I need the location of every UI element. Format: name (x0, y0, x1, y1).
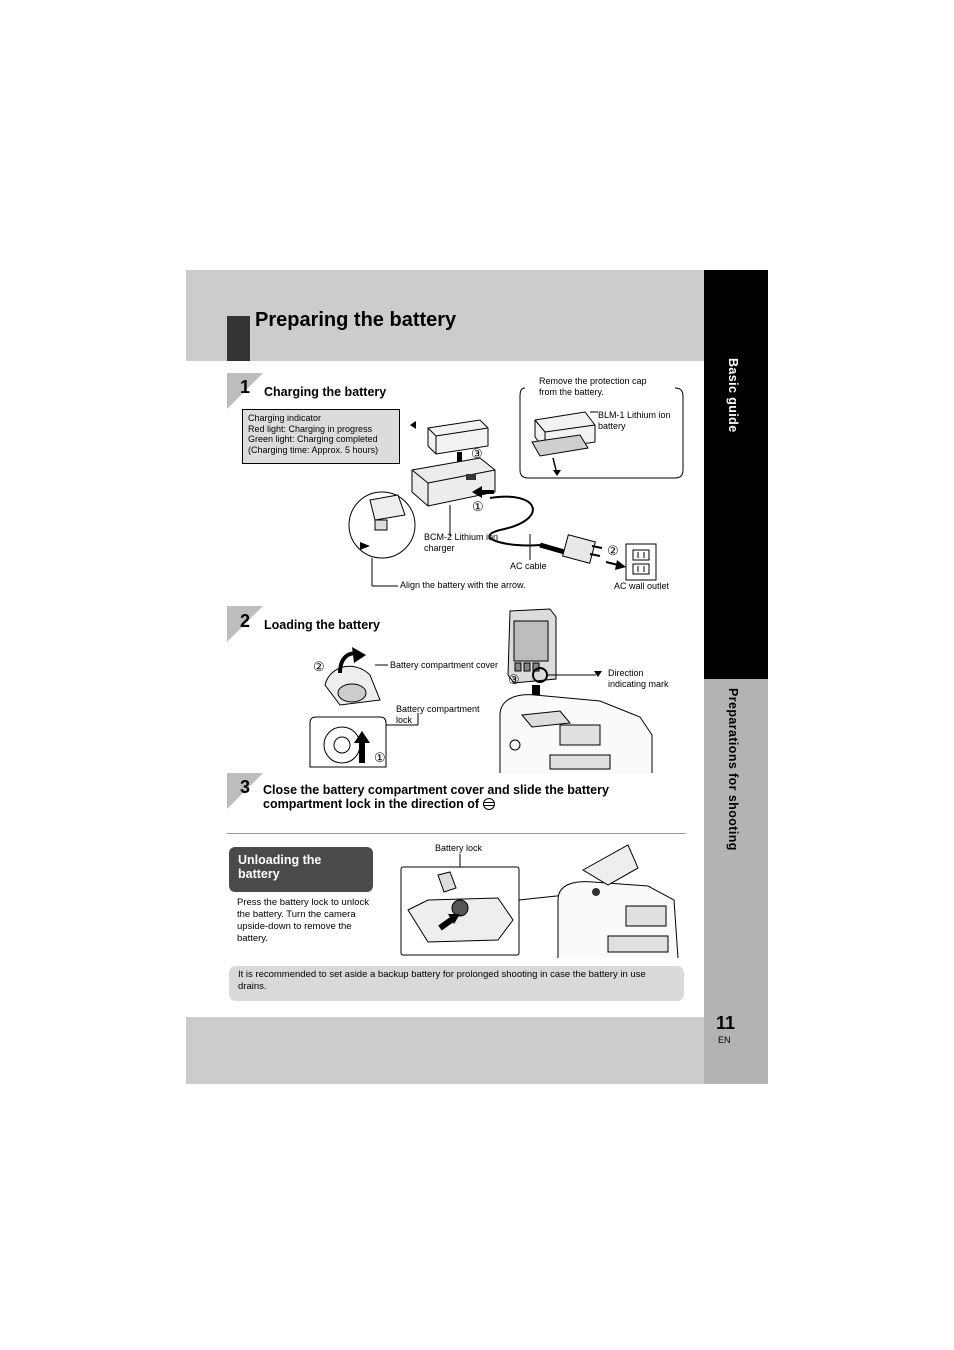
label-line: Direction (608, 668, 644, 678)
protection-cap-label: Remove the protection cap from the batte… (539, 376, 647, 398)
note-line: It is recommended to set aside a backup … (238, 969, 646, 980)
step-heading: Charging the battery (264, 385, 387, 399)
label-line: lock (396, 715, 413, 725)
step-marker (227, 373, 263, 409)
battery-label: BLM-1 Lithium ion battery (598, 410, 671, 432)
heading-line: Close the battery compartment cover and … (263, 783, 609, 797)
loading-illustration (309, 608, 653, 773)
text-line: battery. (237, 933, 268, 944)
callout-1: ① (374, 750, 386, 765)
step-marker (227, 773, 263, 809)
text-line: the battery. Turn the camera (237, 909, 356, 920)
charger-label: BCM-2 Lithium ion charger (424, 532, 498, 554)
footer-band (186, 1017, 704, 1084)
heading-line: Unloading the (238, 853, 322, 867)
direction-label: Direction indicating mark (608, 668, 669, 690)
charging-illustration (348, 387, 684, 587)
indicator-line: Charging indicator (248, 413, 322, 423)
indicator-line: Green light: Charging completed (248, 434, 378, 444)
callout-2: ② (607, 543, 619, 558)
label-line: Battery compartment (396, 704, 480, 714)
language-code: EN (718, 1035, 731, 1045)
page-title: Preparing the battery (255, 309, 457, 331)
page-number: 11 (716, 1013, 736, 1033)
note-line: drains. (238, 981, 267, 992)
label-line: charger (424, 543, 455, 553)
cover-label: Battery compartment cover (390, 660, 499, 670)
indicator-line: (Charging time: Approx. 5 hours) (248, 444, 379, 455)
step-number: 2 (240, 611, 251, 631)
heading-text: compartment lock in the direction of (263, 797, 479, 811)
heading-line: battery (238, 867, 280, 881)
lock-symbol-icon (483, 798, 496, 810)
callout-2: ② (313, 659, 325, 674)
label-line: battery (598, 421, 626, 431)
lock-label: Battery compartment lock (396, 704, 480, 726)
callout-1: ① (472, 499, 484, 514)
note-box: It is recommended to set aside a backup … (229, 966, 684, 1001)
text-line: Press the battery lock to unlock (237, 897, 370, 908)
unloading-text: Press the battery lock to unlock the bat… (237, 897, 369, 945)
battery-lock-label: Battery lock (435, 843, 483, 853)
charging-indicator-box: Charging indicator Red light: Charging i… (242, 409, 400, 464)
indicator-line: Red light: Charging in progress (248, 423, 373, 434)
step-number: 3 (240, 777, 251, 797)
side-tab-preparations: Preparations for shooting (704, 679, 768, 1084)
side-tab-label: Preparations for shooting (726, 688, 740, 851)
align-label: Align the battery with the arrow. (400, 580, 526, 590)
unloading-heading: Unloading the battery (229, 847, 373, 892)
title-band (186, 270, 704, 361)
label-line: BCM-2 Lithium ion (424, 532, 499, 542)
side-tab-label: Basic guide (726, 358, 740, 433)
step-number: 1 (240, 377, 251, 397)
label-line: indicating mark (608, 679, 669, 689)
text-line: upside-down to remove the (237, 921, 352, 932)
ac-outlet-label: AC wall outlet (614, 581, 670, 591)
divider (227, 833, 686, 834)
label-line: BLM-1 Lithium ion (598, 410, 671, 420)
callout-3: ③ (471, 446, 483, 461)
unloading-illustration (400, 844, 679, 958)
callout-3: ③ (508, 672, 520, 687)
step-heading: Close the battery compartment cover and … (263, 783, 609, 811)
step-marker (227, 606, 263, 642)
label-line: from the battery. (539, 387, 604, 397)
label-line: Remove the protection cap (539, 376, 647, 386)
step-heading: Loading the battery (264, 618, 380, 632)
side-tab-basic-guide: Basic guide (704, 270, 768, 679)
title-marker (227, 316, 250, 361)
heading-line: compartment lock in the direction of (263, 797, 609, 811)
ac-cable-label: AC cable (510, 561, 547, 571)
